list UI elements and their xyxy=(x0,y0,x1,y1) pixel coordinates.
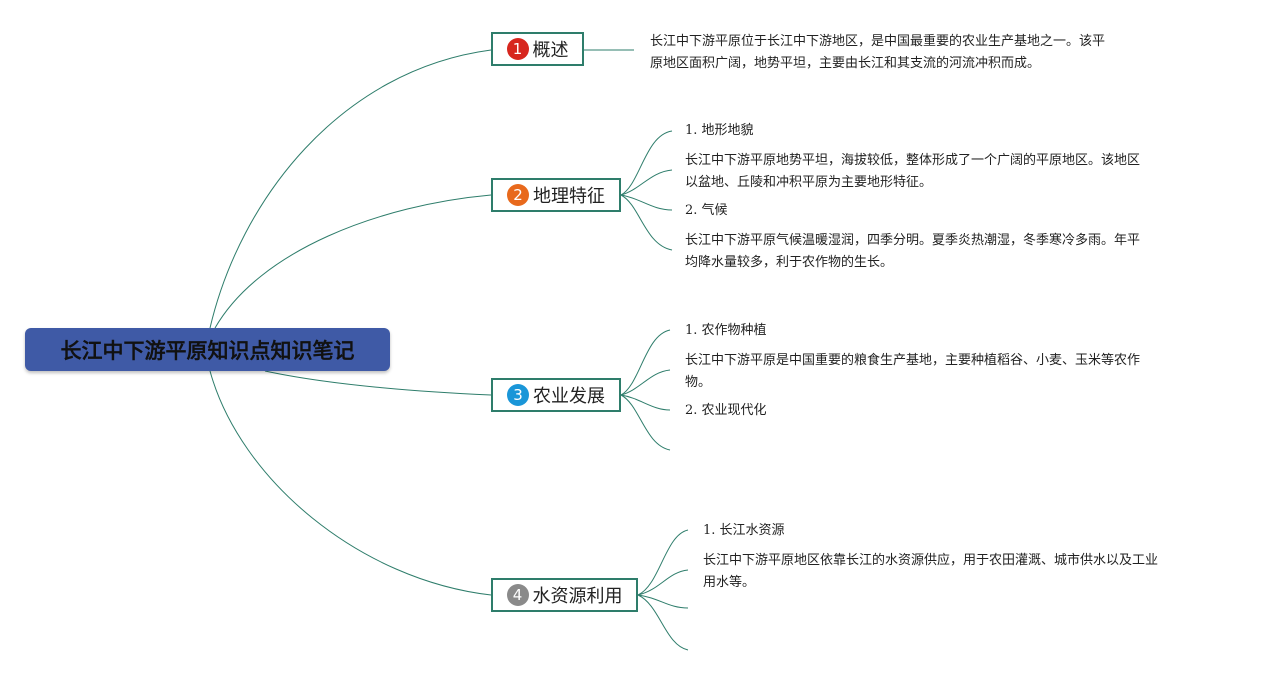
branch-agriculture[interactable]: 3 农业发展 xyxy=(491,378,621,412)
number-badge: 3 xyxy=(507,384,529,406)
leaf-text[interactable]: 长江中下游平原气候温暖湿润，四季分明。夏季炎热潮湿，冬季寒冷多雨。年平 均降水量… xyxy=(685,230,1140,274)
branch-label: 水资源利用 xyxy=(532,586,623,607)
leaf-line: 物。 xyxy=(685,375,712,390)
branch-water[interactable]: 4 水资源利用 xyxy=(491,578,638,612)
leaf-text[interactable]: 长江中下游平原地势平坦，海拔较低，整体形成了一个广阔的平原地区。该地区 以盆地、… xyxy=(685,150,1140,194)
connector-branch-3-leaf-3 xyxy=(620,394,671,411)
leaf-text[interactable]: 长江中下游平原地区依靠长江的水资源供应，用于农田灌溉、城市供水以及工业 用水等。 xyxy=(703,550,1158,594)
root-topic[interactable]: 长江中下游平原知识点知识笔记 xyxy=(25,328,390,371)
leaf-line: 均降水量较多，利于农作物的生长。 xyxy=(685,255,894,270)
connector-branch-2-leaf-2 xyxy=(620,169,673,196)
leaf-heading[interactable]: 1. 长江水资源 xyxy=(703,523,785,538)
connector-branch-4-leaf-1 xyxy=(637,529,689,596)
connector-root-branch-3 xyxy=(264,370,492,396)
leaf-line: 长江中下游平原是中国重要的粮食生产基地，主要种植稻谷、小麦、玉米等农作 xyxy=(685,353,1141,368)
leaf-text[interactable]: 长江中下游平原位于长江中下游地区，是中国最重要的农业生产基地之一。该平 原地区面… xyxy=(650,31,1105,75)
connector-branch-4-leaf-2 xyxy=(637,569,689,596)
connector-branch-2-leaf-3 xyxy=(620,194,673,211)
branch-geography[interactable]: 2 地理特征 xyxy=(491,178,621,212)
number-badge: 2 xyxy=(507,184,529,206)
leaf-text[interactable]: 长江中下游平原是中国重要的粮食生产基地，主要种植稻谷、小麦、玉米等农作 物。 xyxy=(685,350,1140,394)
leaf-heading[interactable]: 1. 农作物种植 xyxy=(685,323,767,338)
connector-branch-4-leaf-3 xyxy=(637,594,689,609)
connector-branch-2-leaf-1 xyxy=(620,130,673,196)
connector-root-branch-1 xyxy=(209,49,492,329)
leaf-line: 以盆地、丘陵和冲积平原为主要地形特征。 xyxy=(685,175,933,190)
number-badge: 1 xyxy=(506,38,529,60)
connector-root-branch-4 xyxy=(209,370,492,596)
leaf-line: 用水等。 xyxy=(703,575,756,590)
branch-label: 地理特征 xyxy=(533,186,605,207)
leaf-line: 长江中下游平原地势平坦，海拔较低，整体形成了一个广阔的平原地区。该地区 xyxy=(685,153,1141,168)
number-badge: 4 xyxy=(506,584,529,606)
connector-branch-3-leaf-4 xyxy=(620,394,671,451)
leaf-line: 长江中下游平原位于长江中下游地区，是中国最重要的农业生产基地之一。该平 xyxy=(650,34,1106,49)
branch-overview[interactable]: 1 概述 xyxy=(491,32,584,66)
leaf-line: 原地区面积广阔，地势平坦，主要由长江和其支流的河流冲积而成。 xyxy=(650,56,1041,71)
connector-branch-3-leaf-1 xyxy=(620,329,671,396)
leaf-line: 长江中下游平原气候温暖湿润，四季分明。夏季炎热潮湿，冬季寒冷多雨。年平 xyxy=(685,233,1141,248)
connector-branch-3-leaf-2 xyxy=(620,369,671,396)
leaf-heading[interactable]: 2. 气候 xyxy=(685,203,728,218)
connector-root-branch-2 xyxy=(214,194,492,329)
connector-branch-4-leaf-4 xyxy=(637,594,689,651)
branch-label: 农业发展 xyxy=(533,386,605,407)
leaf-heading[interactable]: 2. 农业现代化 xyxy=(685,403,767,418)
leaf-line: 长江中下游平原地区依靠长江的水资源供应，用于农田灌溉、城市供水以及工业 xyxy=(703,553,1159,568)
root-title: 长江中下游平原知识点知识笔记 xyxy=(60,338,355,363)
leaf-heading[interactable]: 1. 地形地貌 xyxy=(685,123,754,138)
branch-label: 概述 xyxy=(532,40,569,61)
connector-branch-2-leaf-4 xyxy=(620,194,673,251)
